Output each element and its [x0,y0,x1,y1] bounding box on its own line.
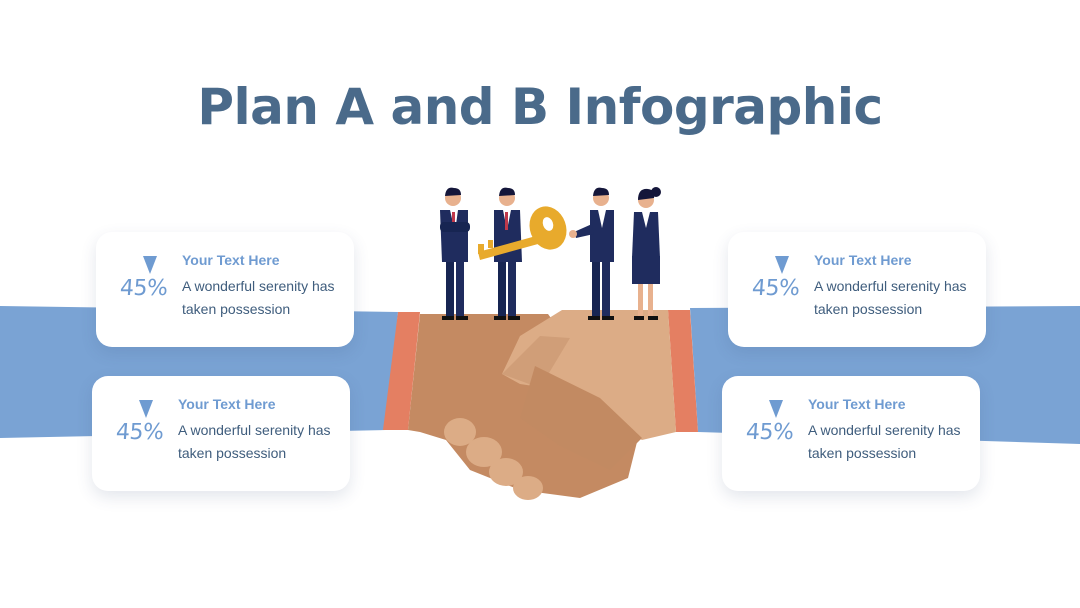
percent-value: 45% [119,276,169,301]
card-body-text: A wonderful serenity has taken possessio… [808,422,961,461]
percent-value: 45% [115,420,165,445]
triangle-down-icon [769,400,783,418]
fingertip-3 [489,458,523,486]
golden-key [478,206,567,260]
info-card-top-left: 45% Your Text Here A wonderful serenity … [96,232,354,347]
businessman-3 [569,187,614,320]
percent-value: 45% [745,420,795,445]
card-heading: Your Text Here [814,252,912,268]
businesswoman [632,187,661,320]
info-card-bottom-left: 45% Your Text Here A wonderful serenity … [92,376,350,491]
triangle-down-icon [775,256,789,274]
card-body-text: A wonderful serenity has taken possessio… [182,278,335,317]
right-cuff [668,310,698,432]
info-card-bottom-right: 45% Your Text Here A wonderful serenity … [722,376,980,491]
card-body-text: A wonderful serenity has taken possessio… [814,278,967,317]
fingertip-1 [444,418,476,446]
card-heading: Your Text Here [808,396,906,412]
left-cuff [383,312,420,430]
triangle-down-icon [139,400,153,418]
businessman-1 [440,187,470,320]
percent-value: 45% [751,276,801,301]
card-heading: Your Text Here [182,252,280,268]
page-title: Plan A and B Infographic [197,78,883,136]
card-heading: Your Text Here [178,396,276,412]
left-fingers [520,366,642,470]
right-thumb [502,336,570,388]
fingertip-4 [513,476,543,500]
triangle-down-icon [143,256,157,274]
card-body-text: A wonderful serenity has taken possessio… [178,422,331,461]
info-card-top-right: 45% Your Text Here A wonderful serenity … [728,232,986,347]
fingertip-2 [466,437,502,467]
